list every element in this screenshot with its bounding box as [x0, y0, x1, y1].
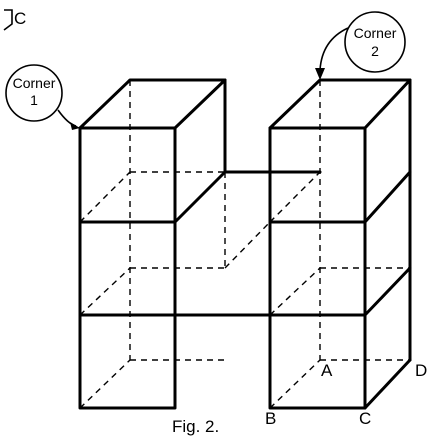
figure-caption: Fig. 2.: [172, 417, 219, 436]
callout-2-leader: [319, 27, 349, 71]
right-tower-visible-edges: [268, 78, 412, 410]
right-tower: [268, 78, 412, 410]
callout-1-circle: [5, 64, 63, 122]
callout-1-arrowhead: [70, 122, 80, 130]
connector-cube: [173, 170, 322, 317]
callout-1-leader: [57, 109, 77, 127]
callout-2-word: Corner: [354, 25, 397, 41]
callout-2-number: 2: [371, 43, 379, 59]
left-tower: [78, 78, 227, 410]
corner-fragment: C: [3, 9, 26, 31]
left-tower-visible-edges: [78, 78, 227, 410]
callout-corner-1: Corner 1: [5, 64, 80, 130]
callout-2-arrowhead: [315, 68, 325, 80]
corner-fragment-label: C: [14, 9, 26, 28]
callout-1-word: Corner: [13, 75, 56, 91]
callout-1-number: 1: [30, 92, 38, 108]
vertex-label-b: B: [265, 409, 276, 428]
vertex-label-d: D: [415, 361, 427, 380]
callout-2-circle: [344, 11, 406, 73]
callout-corner-2: Corner 2: [315, 11, 406, 80]
vertex-label-c: C: [359, 409, 371, 428]
vertex-label-a: A: [321, 361, 333, 380]
